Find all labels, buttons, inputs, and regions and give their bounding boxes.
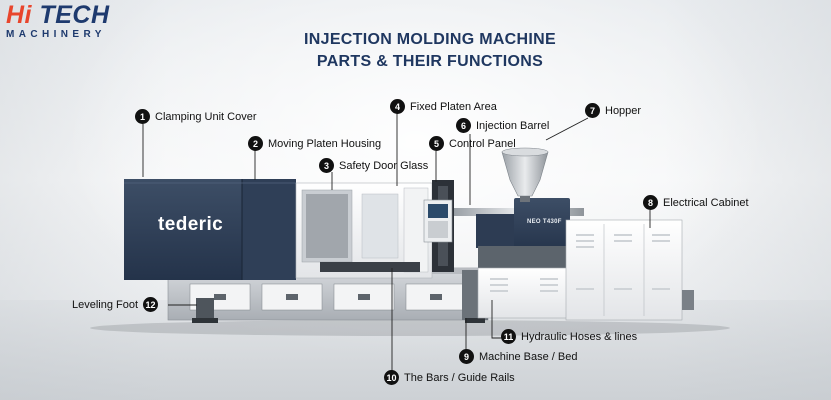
callout-label: Leveling Foot: [72, 298, 139, 311]
callout-number: 12: [143, 297, 159, 312]
injection-unit: [454, 198, 584, 319]
callout-number: 3: [319, 158, 334, 173]
leveling-feet: [192, 298, 485, 323]
control-panel-unit: [423, 199, 453, 243]
leader-lines: [142, 112, 651, 377]
callout-10: 10 The Bars / Guide Rails: [384, 370, 515, 385]
callout-number: 1: [135, 109, 150, 124]
callout-12: Leveling Foot 12: [72, 297, 159, 312]
callout-number: 9: [459, 349, 474, 364]
callout-label: Safety Door Glass: [339, 159, 429, 172]
callout-number: 6: [456, 118, 471, 133]
callout-5: 5 Control Panel: [429, 136, 516, 151]
callout-1: 1 Clamping Unit Cover: [135, 109, 256, 124]
callout-9: 9 Machine Base / Bed: [459, 349, 577, 364]
callout-number: 4: [390, 99, 405, 114]
machine-shadow: [90, 320, 730, 336]
callout-number: 11: [501, 329, 516, 344]
callout-11: 11 Hydraulic Hoses & lines: [501, 329, 637, 344]
callout-number: 7: [585, 103, 600, 118]
callout-label: Hydraulic Hoses & lines: [521, 330, 638, 343]
logo-tech: TECH: [32, 1, 110, 29]
clamping-unit-cover: [124, 179, 296, 280]
callout-number: 5: [429, 136, 444, 151]
callout-label: Hopper: [605, 104, 642, 117]
callout-2: 2 Moving Platen Housing: [248, 136, 381, 151]
callout-label: The Bars / Guide Rails: [404, 371, 515, 384]
callout-number: 10: [384, 370, 399, 385]
callout-label: Injection Barrel: [476, 119, 550, 132]
callout-label: Moving Platen Housing: [268, 137, 382, 150]
callout-8: 8 Electrical Cabinet: [643, 195, 749, 210]
machine-model-plate: NEO T430F: [527, 219, 562, 225]
title-line-1: INJECTION MOLDING MACHINE: [304, 31, 556, 48]
callout-3: 3 Safety Door Glass: [319, 158, 428, 173]
safety-door: [295, 182, 433, 279]
logo-wordmark: Hi TECH: [6, 2, 110, 28]
logo-hi: Hi: [6, 1, 32, 29]
logo-subtitle: MACHINERY: [6, 29, 106, 40]
callout-label: Control Panel: [449, 137, 516, 150]
machine-brand-logo: tederic: [158, 214, 224, 235]
callout-number: 8: [643, 195, 658, 210]
electrical-cabinet: [565, 219, 694, 321]
title-line-2: PARTS & THEIR FUNCTIONS: [316, 53, 544, 70]
callout-6: 6 Injection Barrel: [456, 118, 549, 133]
callout-label: Fixed Platen Area: [410, 100, 497, 113]
callout-label: Electrical Cabinet: [663, 196, 749, 209]
callout-4: 4 Fixed Platen Area: [390, 99, 497, 114]
callout-label: Clamping Unit Cover: [155, 110, 257, 123]
callout-7: 7 Hopper: [585, 103, 641, 118]
callout-number: 2: [248, 136, 263, 151]
logo: Hi TECH MACHINERY: [6, 2, 110, 40]
hopper: [501, 147, 549, 202]
callout-label: Machine Base / Bed: [479, 350, 578, 363]
